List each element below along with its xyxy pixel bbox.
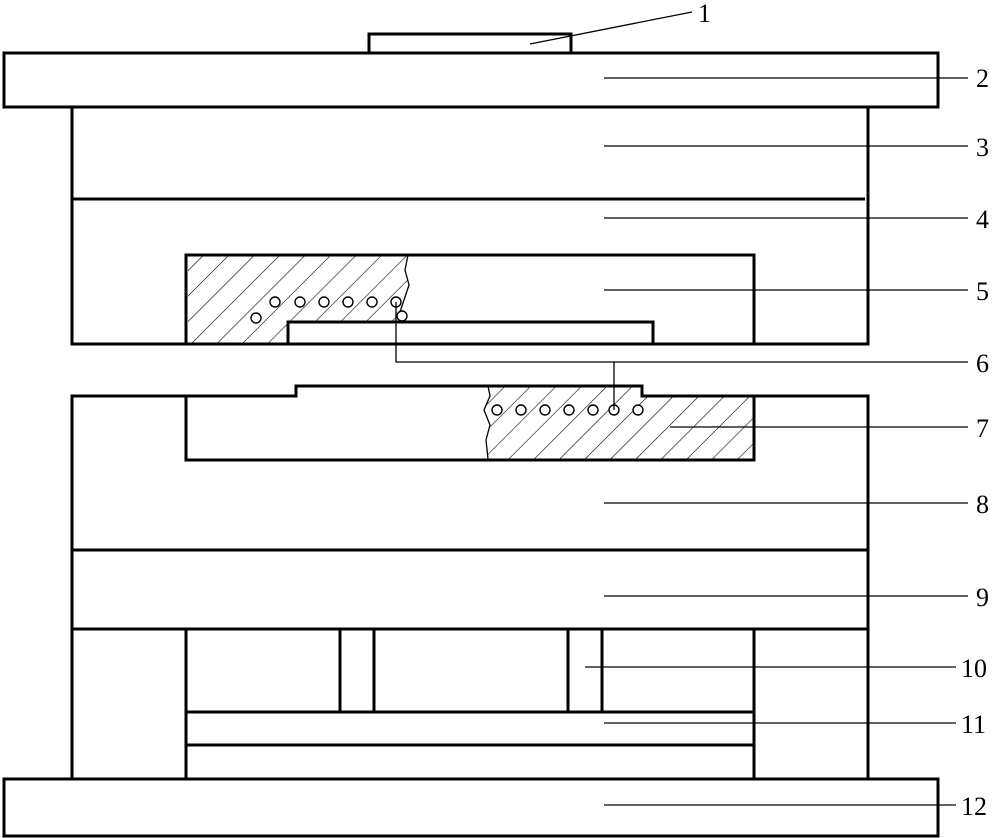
upper-cooling-holes xyxy=(250,296,408,324)
callout-6: 6 xyxy=(976,349,989,378)
return-pin-right xyxy=(566,627,604,714)
callout-11: 11 xyxy=(961,710,986,739)
cooling-hole xyxy=(269,296,281,308)
core-break-line xyxy=(483,385,491,460)
lower-cooling-holes xyxy=(491,404,644,416)
cooling-hole xyxy=(396,310,408,322)
callout-10: 10 xyxy=(961,654,987,683)
callout-7: 7 xyxy=(976,414,989,443)
callout-5: 5 xyxy=(976,277,989,306)
callout-3: 3 xyxy=(976,133,989,162)
callout-4: 4 xyxy=(976,205,989,234)
locating-ring xyxy=(367,32,573,55)
leader-line-6 xyxy=(395,302,968,410)
callout-12: 12 xyxy=(961,792,987,821)
core-insert-hatching xyxy=(486,386,754,459)
callout-9: 9 xyxy=(976,583,989,612)
cooling-hole xyxy=(294,296,306,308)
cavity-recess xyxy=(286,320,655,346)
cooling-hole xyxy=(318,296,330,308)
cooling-hole xyxy=(515,404,527,416)
leader-lines xyxy=(395,11,968,806)
bottom-clamp-plate xyxy=(2,777,940,838)
callout-8: 8 xyxy=(976,490,989,519)
callout-1: 1 xyxy=(698,0,711,28)
leader-line-1 xyxy=(529,11,693,45)
cooling-hole xyxy=(539,404,551,416)
cooling-hole xyxy=(342,296,354,308)
callout-2: 2 xyxy=(976,64,989,93)
callout-labels: 1 2 3 4 5 6 7 8 9 10 11 12 xyxy=(698,0,989,821)
return-pin-left xyxy=(338,627,376,714)
cooling-hole xyxy=(563,404,575,416)
top-clamp-plate xyxy=(2,51,940,109)
cooling-hole xyxy=(632,404,644,416)
cooling-hole xyxy=(587,404,599,416)
cooling-hole xyxy=(250,312,262,324)
ejector-cavity xyxy=(184,627,756,781)
cooling-hole xyxy=(491,404,503,416)
cooling-hole xyxy=(366,296,378,308)
ejector-retainer-plate xyxy=(184,710,756,747)
